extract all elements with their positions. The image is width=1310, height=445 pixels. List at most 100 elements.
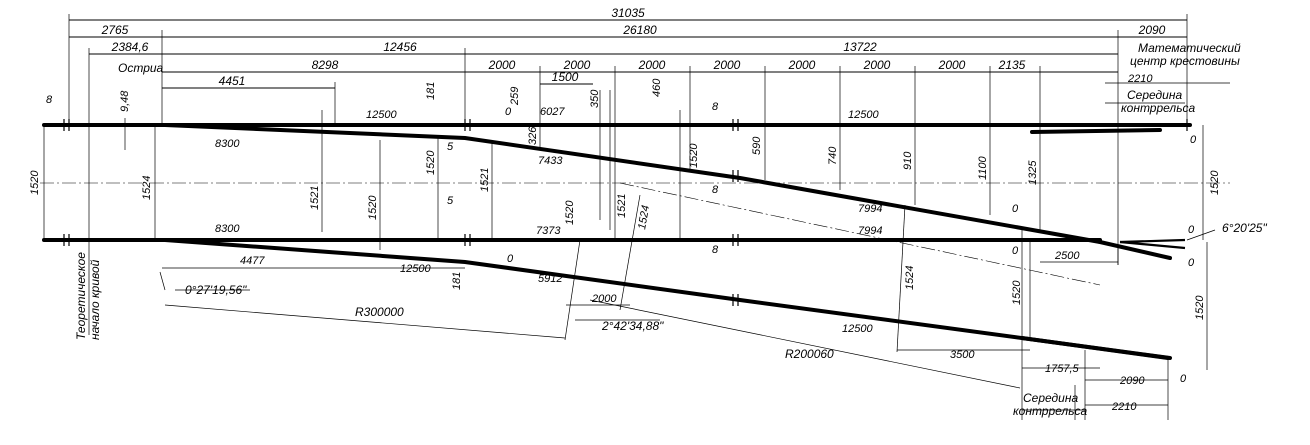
dim-body: 26180 bbox=[622, 23, 657, 37]
val-0e: 0 bbox=[1188, 257, 1195, 269]
rails bbox=[42, 123, 1192, 360]
label-guard-mid-top-2: контррельса bbox=[1121, 101, 1196, 115]
val-6027: 6027 bbox=[540, 106, 565, 118]
val-1520h: 1520 bbox=[1194, 295, 1206, 320]
drawing-labels: Остриа Математический центр крестовины С… bbox=[74, 41, 1241, 418]
val-5912: 5912 bbox=[538, 273, 562, 285]
spacing-dim-4: 2000 bbox=[638, 58, 666, 72]
val-2500: 2500 bbox=[1054, 250, 1080, 262]
val-1521c: 1521 bbox=[616, 194, 628, 218]
val-8c: 8 bbox=[712, 184, 719, 196]
val-8300a: 8300 bbox=[215, 138, 240, 150]
rail-joints bbox=[63, 119, 1188, 306]
dim-seg4: 4451 bbox=[219, 74, 246, 88]
val-1520g: 1520 bbox=[1011, 280, 1023, 305]
val-12500c: 12500 bbox=[848, 109, 879, 121]
val-2090b: 2090 bbox=[1119, 375, 1145, 387]
diverging-centerline bbox=[619, 182, 1101, 286]
val-259: 259 bbox=[509, 87, 521, 106]
spacing-dim-9: 2135 bbox=[998, 58, 1026, 72]
spacing-dim-8: 2000 bbox=[938, 58, 966, 72]
spacing-dim-1: 2000 bbox=[488, 58, 516, 72]
val-0f: 0 bbox=[1012, 203, 1019, 215]
val-0d: 0 bbox=[1188, 224, 1195, 236]
label-guard-mid-top-1: Середина bbox=[1127, 88, 1182, 102]
val-1524a: 1524 bbox=[141, 176, 153, 200]
val-2210a: 2210 bbox=[1127, 73, 1153, 85]
label-guard-mid-bot-1: Середина bbox=[1023, 391, 1078, 405]
spacing-dim-2: 2000 bbox=[563, 58, 591, 72]
spacing-dim-7: 2000 bbox=[863, 58, 891, 72]
val-1521a: 1521 bbox=[309, 186, 321, 210]
val-5b: 5 bbox=[447, 195, 454, 207]
val-1524b: 1524 bbox=[636, 204, 652, 230]
val-1521b: 1521 bbox=[479, 168, 491, 192]
val-1520b: 1520 bbox=[367, 195, 379, 220]
dim-seg2: 13722 bbox=[843, 40, 877, 54]
angle-curve: 2°42'34,88" bbox=[601, 319, 664, 333]
val-12500b: 12500 bbox=[400, 263, 431, 275]
spacing-dim-5: 2000 bbox=[713, 58, 741, 72]
dim-rear: 2090 bbox=[1138, 23, 1166, 37]
label-math-center-2: центр крестовины bbox=[1130, 54, 1240, 68]
dim-front: 2765 bbox=[101, 23, 129, 37]
dim-seg3: 8298 bbox=[312, 58, 339, 72]
label-theo-start-1: Теоретическое bbox=[74, 252, 88, 340]
val-12500d: 12500 bbox=[842, 323, 873, 335]
overall-dimensions: 31035 2765 26180 2090 2384,6 12456 13722… bbox=[68, 6, 1188, 335]
val-0a: 0 bbox=[505, 106, 512, 118]
val-181b: 181 bbox=[451, 272, 463, 290]
val-1524c: 1524 bbox=[904, 266, 916, 290]
val-0g: 0 bbox=[1012, 245, 1019, 257]
val-590: 590 bbox=[751, 136, 763, 155]
val-0h: 0 bbox=[1180, 373, 1187, 385]
val-0b: 0 bbox=[507, 253, 514, 265]
val-910: 910 bbox=[902, 151, 914, 170]
val-2000: 2000 bbox=[591, 293, 617, 305]
radius-r1: R300000 bbox=[355, 305, 404, 319]
dim-total: 31035 bbox=[611, 6, 645, 20]
val-5a: 5 bbox=[447, 141, 454, 153]
val-1520d: 1520 bbox=[688, 143, 700, 168]
label-theo-start-2: начало кривой bbox=[88, 259, 102, 340]
val-326: 326 bbox=[527, 126, 539, 145]
val-7994a: 7994 bbox=[858, 203, 882, 215]
dim-to-point: 2384,6 bbox=[111, 40, 149, 54]
val-8300b: 8300 bbox=[215, 223, 240, 235]
leader-lines bbox=[43, 82, 1230, 420]
val-9-48: 9,48 bbox=[119, 90, 131, 112]
val-12500a: 12500 bbox=[366, 109, 397, 121]
val-8b: 8 bbox=[712, 101, 719, 113]
spacing-dim-6: 2000 bbox=[788, 58, 816, 72]
val-1520a: 1520 bbox=[29, 170, 41, 195]
val-4477: 4477 bbox=[240, 255, 265, 267]
val-2210b: 2210 bbox=[1111, 401, 1137, 413]
radius-r2: R200060 bbox=[785, 347, 834, 361]
val-1325: 1325 bbox=[1027, 160, 1039, 185]
label-guard-mid-bot-2: контррельса bbox=[1013, 404, 1088, 418]
val-8d: 8 bbox=[712, 244, 719, 256]
angle-switch: 0°27'19,56" bbox=[185, 283, 247, 297]
label-math-center-1: Математический bbox=[1138, 41, 1241, 55]
val-1520e: 1520 bbox=[564, 200, 576, 225]
val-460: 460 bbox=[651, 78, 663, 97]
dimension-values: 8 9,48 1524 1520 8300 8300 12500 12500 1… bbox=[29, 73, 1221, 413]
val-7373: 7373 bbox=[536, 225, 561, 237]
val-7994b: 7994 bbox=[858, 225, 882, 237]
val-0c: 0 bbox=[1190, 134, 1197, 146]
angle-frog: 6°20'25" bbox=[1222, 221, 1267, 235]
val-8a: 8 bbox=[46, 94, 53, 106]
val-7433: 7433 bbox=[538, 155, 563, 167]
val-740: 740 bbox=[827, 146, 839, 165]
val-181a: 181 bbox=[425, 82, 437, 100]
dim-seg1: 12456 bbox=[383, 40, 417, 54]
radius-labels: R300000 R200060 bbox=[355, 305, 834, 361]
val-1520f: 1520 bbox=[1209, 170, 1221, 195]
angle-labels: 0°27'19,56" 2°42'34,88" 6°20'25" bbox=[185, 221, 1267, 333]
label-point: Остриа bbox=[118, 61, 164, 75]
val-1100: 1100 bbox=[977, 155, 989, 180]
spacing-dim-3: 1500 bbox=[552, 70, 579, 84]
val-1757: 1757,5 bbox=[1045, 363, 1080, 375]
spacing-dimension-labels: 2000 2000 1500 2000 2000 2000 2000 2000 … bbox=[488, 58, 1026, 84]
